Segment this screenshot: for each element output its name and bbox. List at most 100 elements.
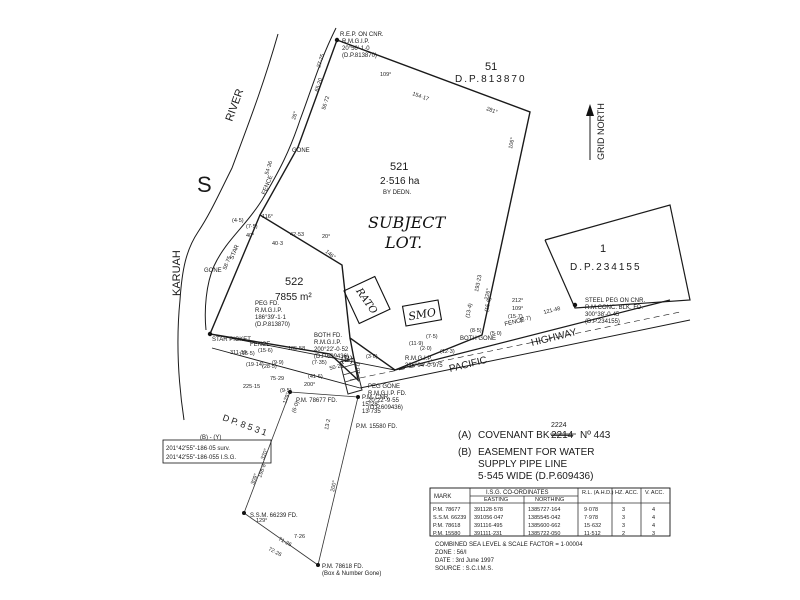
traverse-line-3	[317, 396, 359, 566]
legend-a-num-struck: 2214	[551, 430, 574, 441]
dimension-label: 72·26	[267, 546, 282, 558]
table-header-v: V. ACC.	[645, 490, 665, 496]
dimension-label: 40°	[246, 233, 254, 239]
bearing-box-line2: 201°42'55"-186·055 I.S.G.	[166, 455, 236, 461]
dimension-label: 226°	[484, 288, 492, 300]
highway-north-edge	[394, 299, 671, 371]
rep-top-2: R.M.G.I.P.	[342, 39, 370, 45]
dimension-label: 200°	[304, 382, 315, 388]
dimension-label: 154·17	[411, 91, 429, 103]
dimension-label: (41·6)	[308, 374, 323, 380]
dimension-label: 106°	[508, 137, 516, 149]
table-cell: 3	[622, 507, 625, 513]
river-bank-east	[177, 33, 279, 421]
table-cell: 391056·047	[474, 515, 503, 521]
dimension-label: 10·0	[356, 363, 362, 374]
table-cell: 11·512	[584, 531, 601, 537]
legend-b-line2: SUPPLY PIPE LINE	[478, 459, 567, 470]
legend-a-no: Nº 443	[580, 430, 611, 441]
dimension-label: 20°	[322, 234, 330, 240]
table-cell: 7·978	[584, 515, 598, 521]
table-cell: 4	[652, 523, 655, 529]
table-cell: 391128·578	[474, 507, 503, 513]
dimension-label: 42·53	[290, 232, 304, 238]
highway-south-edge	[359, 319, 691, 389]
steel-peg-2: R.M.CONC. BLK. FD.	[585, 305, 643, 311]
dimension-label: 105·58	[288, 346, 305, 352]
peg-gone-3: 20°22'-9·55	[368, 398, 400, 404]
lot-1-number: 1	[600, 243, 606, 255]
dimension-label: 65·20	[314, 77, 324, 92]
coordinate-table	[429, 487, 671, 537]
dimension-label: (7·5)	[426, 334, 438, 340]
lot-521-boundary	[259, 39, 531, 371]
peg-gone-1: PEG GONE	[368, 384, 400, 390]
dimension-label: (7·35)	[312, 360, 327, 366]
traverse-line-1	[243, 391, 291, 514]
bearing-box-line1: 201°42'55"-186·05 surv.	[166, 446, 230, 452]
pm-cnr-1: P.M. CNR.	[362, 395, 390, 401]
steel-peg-3: 300°38'-0·45	[585, 312, 620, 318]
dimension-label: (28·5)	[262, 364, 277, 370]
mark-pm-78618	[316, 563, 320, 567]
dimension-label: 109°	[512, 306, 523, 312]
star-label: STAR	[229, 243, 241, 260]
dimension-label: 198·8	[257, 463, 267, 478]
pacific-hwy-centre	[349, 311, 681, 381]
dimension-label: 71·26	[277, 536, 292, 548]
note-date: DATE : 3rd June 1997	[435, 558, 495, 564]
handwriting-box-2	[401, 299, 443, 327]
dimension-label: (15·6)	[258, 348, 273, 354]
pm-cnr-2: 15°28'	[362, 402, 379, 408]
table-cell: P.M. 15580	[433, 531, 460, 537]
dimension-label: 320°	[260, 448, 270, 461]
table-cell: P.M. 78618	[433, 523, 460, 529]
river-s-mark: S	[197, 172, 212, 197]
handwriting-box-1-text: RATO	[353, 285, 379, 316]
legend-b-label: (B)	[458, 447, 471, 458]
table-header-rl: R.L. (A.H.D.)	[582, 490, 614, 496]
table-cell: S.S.M. 66239	[433, 515, 466, 521]
table-cell: 3	[652, 531, 655, 537]
table-cell: 1385722·050	[528, 531, 560, 537]
dimension-label: (6·0)	[291, 401, 301, 414]
lot-1-boundary	[544, 204, 691, 309]
dimension-label: 129°	[256, 518, 267, 524]
pm-15580-label: P.M. 15580 FD.	[356, 424, 398, 430]
note-source: SOURCE : S.C.I.M.S.	[435, 566, 493, 572]
traverse-line-4	[289, 391, 359, 398]
dimension-label: (19·14)	[246, 362, 264, 368]
mark-ssm	[242, 511, 246, 515]
dimension-label: 109°	[380, 72, 391, 78]
table-header-mark: MARK	[434, 494, 451, 500]
lot-521-note: BY DEDN.	[383, 190, 412, 196]
dimension-label: 281°	[485, 106, 498, 116]
lot-51-number: 51	[485, 61, 497, 73]
dimension-label: 225·15	[243, 384, 260, 390]
peg-gone-4: (D.P.609436)	[368, 405, 403, 411]
table-header-hz: HZ. ACC.	[615, 490, 639, 496]
dimension-label: 58·75	[222, 255, 233, 270]
dimension-label: 200°	[330, 480, 338, 492]
table-cell: 3	[622, 515, 625, 521]
dimension-label: 146°	[324, 249, 337, 261]
bearing-box	[162, 439, 272, 464]
table-subheader-easting: EASTING	[484, 497, 508, 503]
table-cell: 1385545·042	[528, 515, 560, 521]
pm-78618-note: (Box & Number Gone)	[322, 571, 381, 577]
dimension-label: 129°	[282, 392, 292, 405]
rmgip-1: R.M.G.I.P.	[405, 356, 433, 362]
both-fd-3: 200°22'-0·52	[314, 347, 349, 353]
table-cell: 1385727·164	[528, 507, 560, 513]
dimension-label: (9·5)	[280, 388, 292, 394]
star-picket-label: STAR PICKET	[212, 337, 251, 343]
table-subheader-northing: NORTHING	[535, 497, 564, 503]
karuah-label: KARUAH	[171, 250, 183, 296]
table-cell: 15·632	[584, 523, 601, 529]
highway-label: HIGHWAY	[530, 327, 578, 349]
dimension-label: 26°	[291, 111, 299, 121]
table-cell: 3	[622, 523, 625, 529]
dimension-label: (15·5)	[240, 351, 255, 357]
legend-a-label: (A)	[458, 430, 471, 441]
